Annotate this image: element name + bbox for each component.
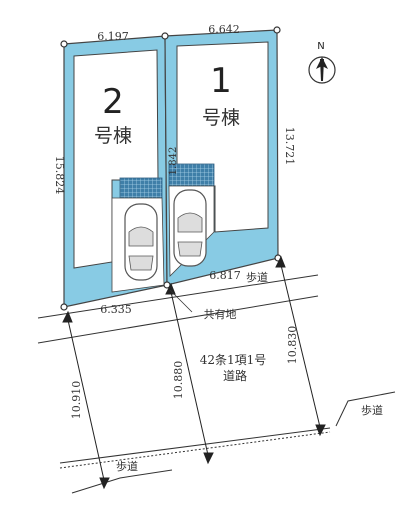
sidewalk-corner-right bbox=[335, 391, 396, 427]
sidewalk-corner-bottom bbox=[71, 469, 173, 494]
dim-lot1-bottom: 6.817 bbox=[209, 269, 241, 282]
dim-road-middle: 10.880 bbox=[172, 361, 185, 400]
road-type-label: 42条1項1号 bbox=[200, 353, 267, 367]
sidewalk-label-bottom: 歩道 bbox=[116, 459, 138, 473]
road-width-arrows bbox=[62, 255, 326, 490]
north-compass-icon bbox=[308, 56, 336, 84]
car-icon-left bbox=[124, 203, 158, 281]
lot-2-number: 2 bbox=[102, 82, 124, 122]
dim-lot1-top: 6.642 bbox=[208, 23, 240, 36]
dim-lot2-bottom: 6.335 bbox=[100, 303, 132, 316]
parking-pad-left bbox=[119, 177, 163, 199]
lot-2-building bbox=[73, 49, 159, 269]
dim-driveway: 1.842 bbox=[168, 147, 179, 176]
road-label: 道路 bbox=[223, 368, 247, 383]
road-edge-top bbox=[37, 274, 319, 319]
dim-lot1-right: 13.721 bbox=[283, 127, 296, 166]
dim-road-left: 10.910 bbox=[70, 381, 83, 420]
shared-land-leader bbox=[169, 289, 193, 313]
sidewalk-label-top: 歩道 bbox=[246, 270, 268, 284]
road-edge-top-inner bbox=[37, 295, 319, 344]
sidewalk-label-right: 歩道 bbox=[361, 403, 383, 417]
car-icon-right bbox=[173, 189, 207, 267]
compass-label: N bbox=[317, 41, 324, 52]
dim-lot2-top: 6.197 bbox=[97, 30, 129, 43]
lot-2-label: 号棟 bbox=[94, 125, 132, 147]
shared-land-label: 共有地 bbox=[204, 307, 237, 321]
road-edge-bottom-dotted bbox=[59, 431, 331, 469]
lot-1-label: 号棟 bbox=[202, 107, 240, 129]
dim-lot2-left: 15.824 bbox=[53, 156, 66, 195]
lot-1-number: 1 bbox=[210, 61, 232, 101]
road-edge-bottom bbox=[59, 427, 331, 464]
dim-road-right: 10.830 bbox=[286, 326, 299, 365]
